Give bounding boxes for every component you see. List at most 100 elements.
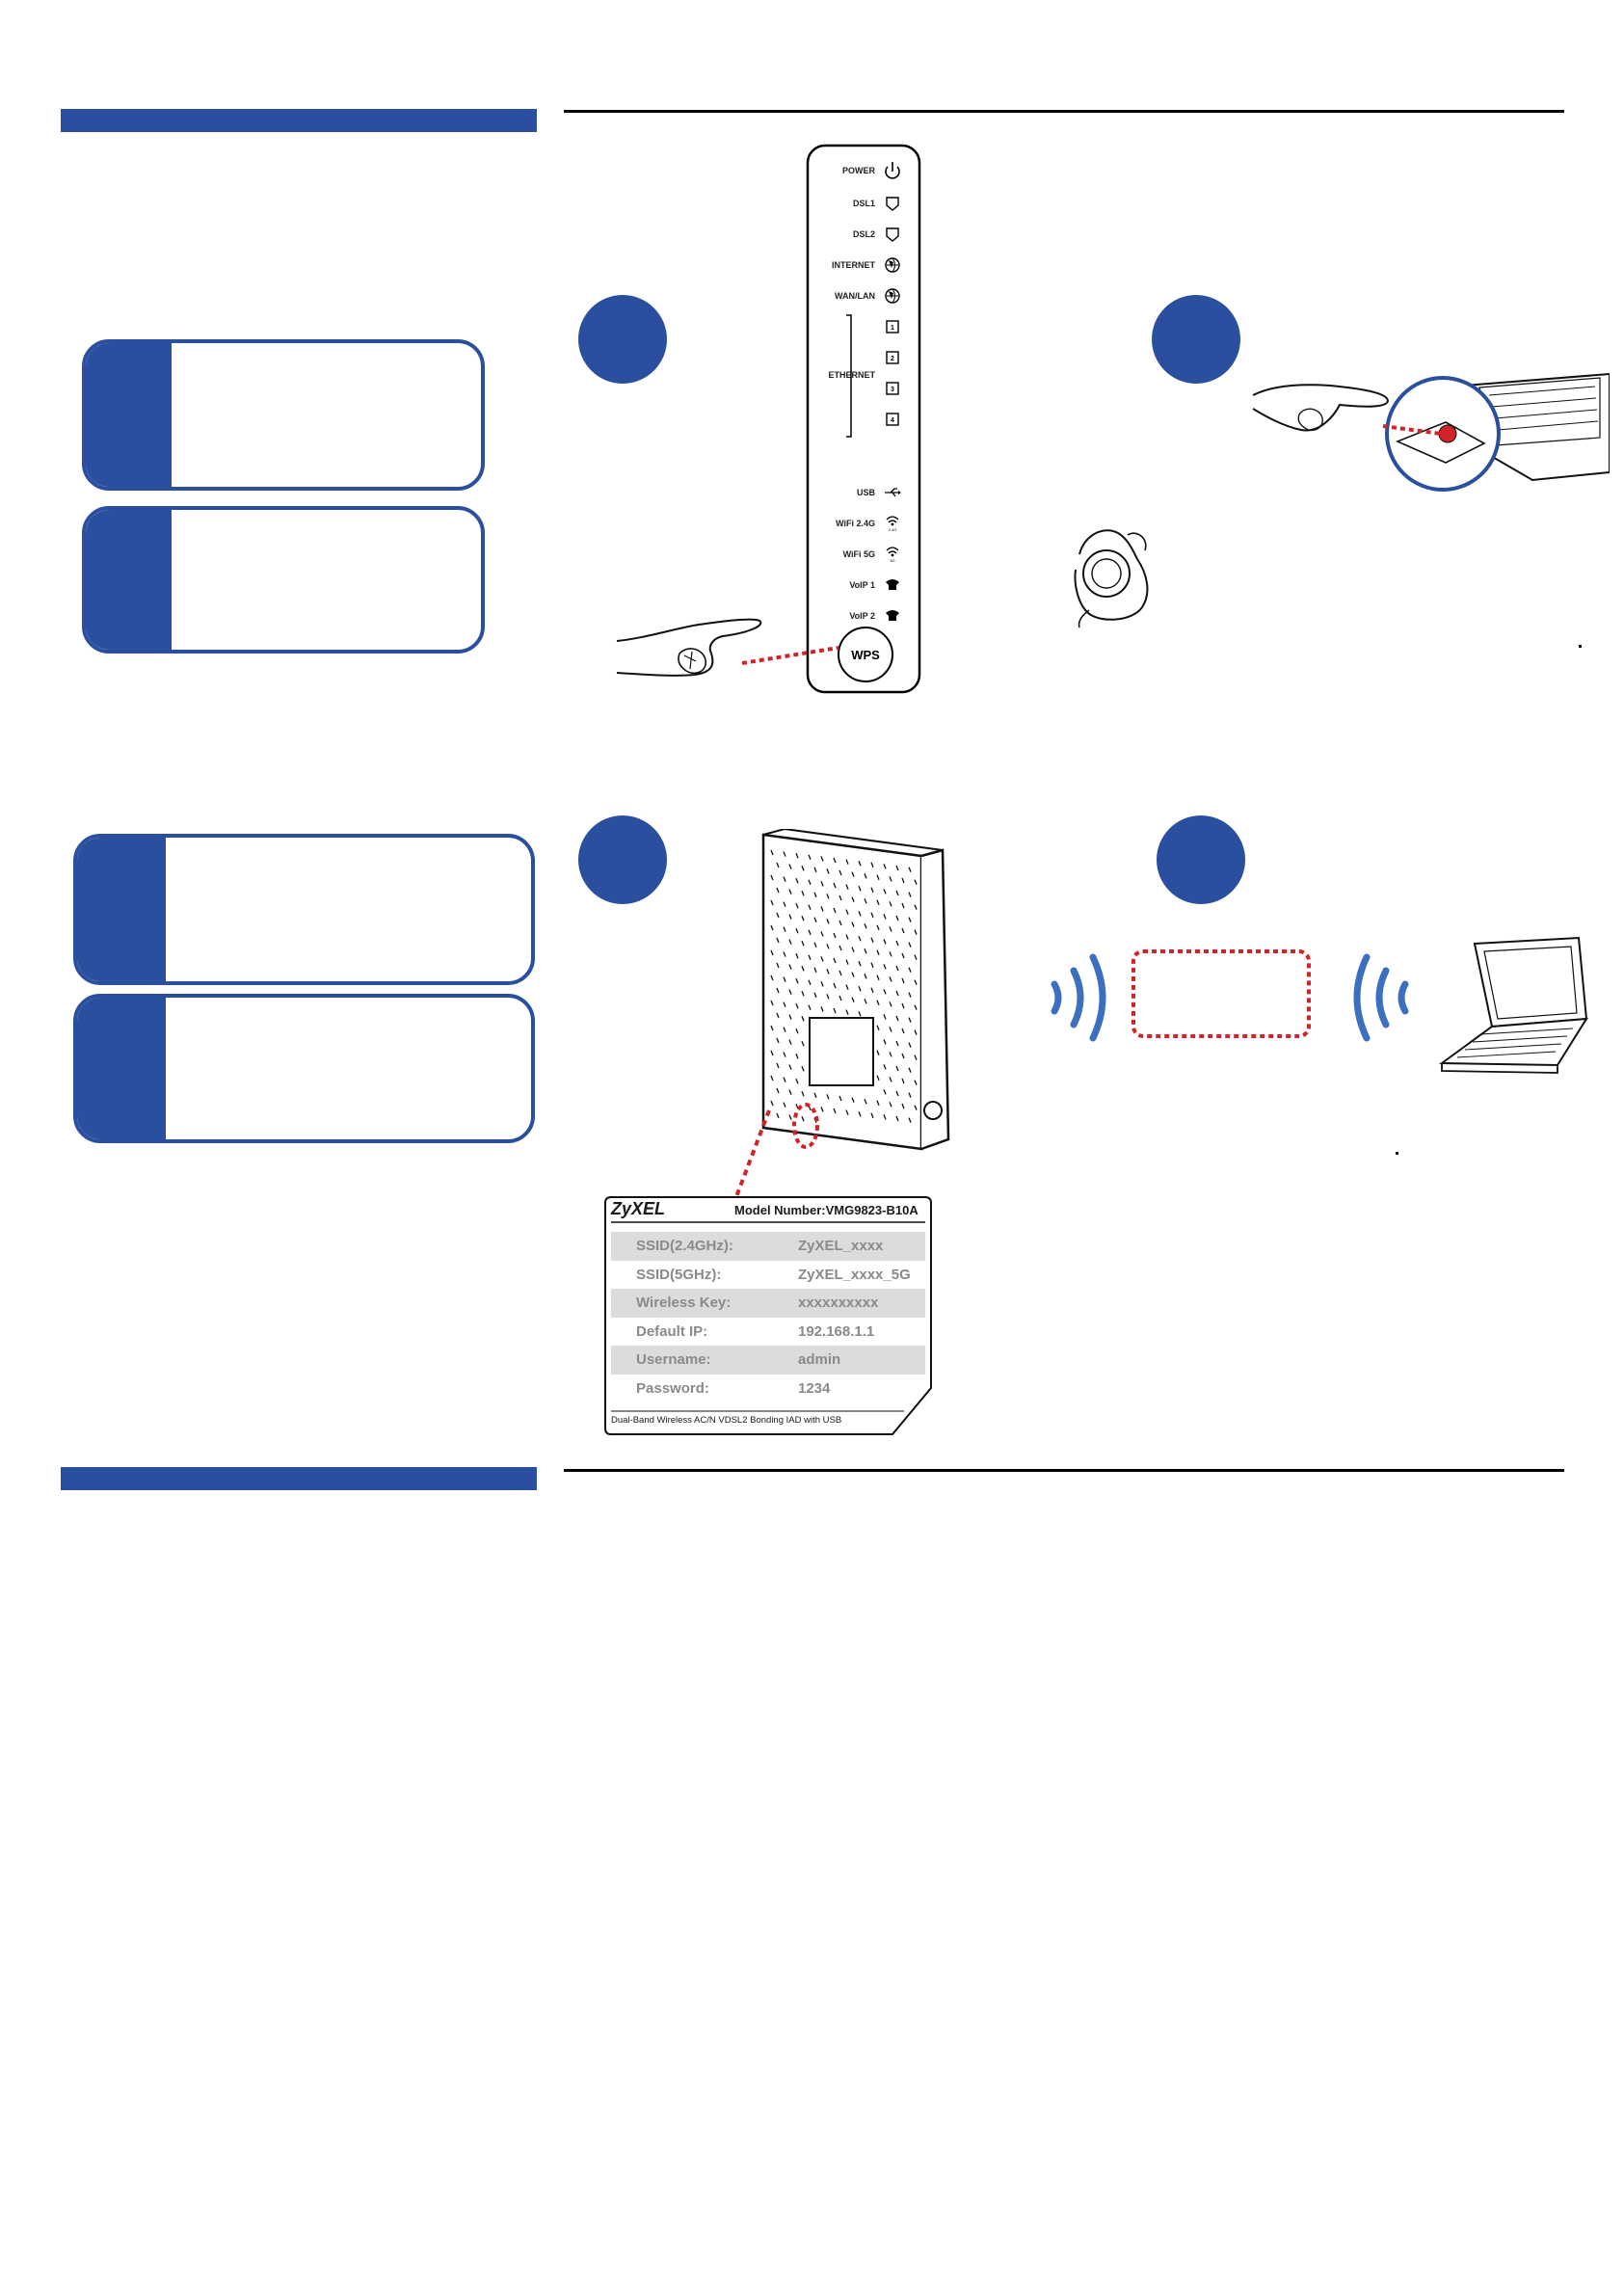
ethernet-icon: 1 (886, 320, 899, 334)
vent-slot (908, 1067, 912, 1073)
vent-slot (826, 969, 830, 974)
vent-slot (795, 977, 799, 984)
power-icon (885, 162, 900, 179)
vent-slot (813, 917, 817, 923)
vent-slot (876, 949, 880, 956)
vent-slot (883, 1014, 887, 1020)
vent-slot (770, 1000, 774, 1006)
label-leader-line (723, 1107, 781, 1213)
vent-slot (808, 879, 812, 886)
vent-slot (788, 964, 792, 970)
led-label-wan-lan: WAN/LAN (835, 291, 875, 301)
hand-holding-dongle-illustration (1060, 516, 1166, 631)
vent-slot (788, 939, 792, 945)
vent-slot (889, 1001, 892, 1007)
wifi-icon: 5G (886, 547, 899, 563)
device-label-card: ZyXEL Model Number:VMG9823-B10A SSID(2.4… (603, 1195, 933, 1436)
vent-slot (883, 1114, 887, 1120)
vent-slot (889, 1102, 892, 1108)
vent-slot (801, 1015, 805, 1022)
vent-slot (820, 906, 824, 912)
vent-slot (889, 1077, 892, 1082)
vent-slot (908, 967, 912, 973)
vent-slot (770, 849, 774, 856)
vent-slot (908, 1017, 912, 1023)
usb-icon (885, 488, 901, 497)
led-label-internet: INTERNET (832, 260, 876, 270)
vent-slot (908, 942, 912, 948)
vent-slot (813, 992, 817, 999)
vent-slot (876, 924, 880, 931)
vent-slot (889, 876, 892, 882)
vent-slot (776, 987, 780, 994)
vent-slot (914, 1055, 918, 1060)
vent-slot (895, 890, 899, 896)
step-circle-2 (1152, 295, 1240, 384)
vent-slot (795, 1028, 799, 1034)
vent-slot (883, 1064, 887, 1070)
vent-slot (788, 989, 792, 995)
tiny-mark (1396, 1152, 1398, 1155)
vent-slot (788, 889, 792, 894)
vent-slot (801, 940, 805, 947)
vent-slot (833, 1007, 837, 1014)
vent-slot (776, 1037, 780, 1044)
vent-slot (870, 862, 874, 868)
step-circle-3 (578, 815, 667, 904)
label-row: Wireless Key:xxxxxxxxxx (611, 1289, 925, 1318)
label-row-value: admin (798, 1351, 841, 1368)
vent-slot (851, 997, 855, 1002)
vent-slot (870, 987, 874, 994)
section-header-bar-top (61, 109, 537, 132)
vent-slot (858, 1110, 862, 1117)
vent-slot (901, 1053, 905, 1059)
vent-slot (770, 924, 774, 931)
led-label-voip-2: VoIP 2 (849, 611, 875, 621)
vent-slot (783, 926, 786, 932)
label-row: Password:1234 (611, 1375, 925, 1403)
vent-slot (851, 871, 855, 877)
label-row: SSID(2.4GHz):ZyXEL_xxxx (611, 1232, 925, 1261)
vent-slot (889, 1027, 892, 1032)
svg-text:2: 2 (891, 356, 894, 362)
svg-text:3: 3 (891, 387, 894, 393)
vent-slot (901, 1028, 905, 1034)
vent-slot (783, 976, 786, 982)
vent-slot (895, 990, 899, 997)
vent-slot (864, 922, 867, 929)
label-row: SSID(5GHz):ZyXEL_xxxx_5G (611, 1261, 925, 1290)
vent-slot (858, 885, 862, 892)
label-row-value: ZyXEL_xxxx (798, 1238, 884, 1254)
vent-slot (783, 1052, 786, 1057)
vent-slot (820, 956, 824, 962)
vent-slot (864, 872, 867, 879)
vent-slot (908, 917, 912, 922)
vent-slot (908, 1117, 912, 1123)
vent-slot (776, 1012, 780, 1019)
vent-slot (845, 934, 849, 940)
vent-slot (901, 927, 905, 934)
vent-slot (845, 909, 849, 915)
vent-slot (826, 919, 830, 924)
router-device-illustration (752, 827, 973, 1157)
vent-slot (870, 887, 874, 894)
vent-slot (914, 1029, 918, 1035)
led-label-wifi-2-4g: WiFi 2.4G (836, 519, 875, 528)
vent-slot (801, 965, 805, 972)
vent-slot (783, 1027, 786, 1032)
phone-icon (886, 610, 899, 621)
vent-slot (826, 1094, 830, 1100)
vent-slot (889, 1052, 892, 1057)
vent-slot (820, 856, 824, 862)
vent-slot (826, 944, 830, 949)
vent-slot (914, 954, 918, 960)
vent-slot (826, 994, 830, 1000)
vent-slot (770, 899, 774, 906)
svg-text:2.4G: 2.4G (889, 527, 897, 532)
vent-slot (851, 921, 855, 927)
vent-slot (795, 927, 799, 934)
step-box-3 (73, 834, 535, 985)
vent-slot (833, 932, 837, 939)
led-label-power: POWER (842, 166, 876, 175)
vent-slot (883, 1039, 887, 1045)
